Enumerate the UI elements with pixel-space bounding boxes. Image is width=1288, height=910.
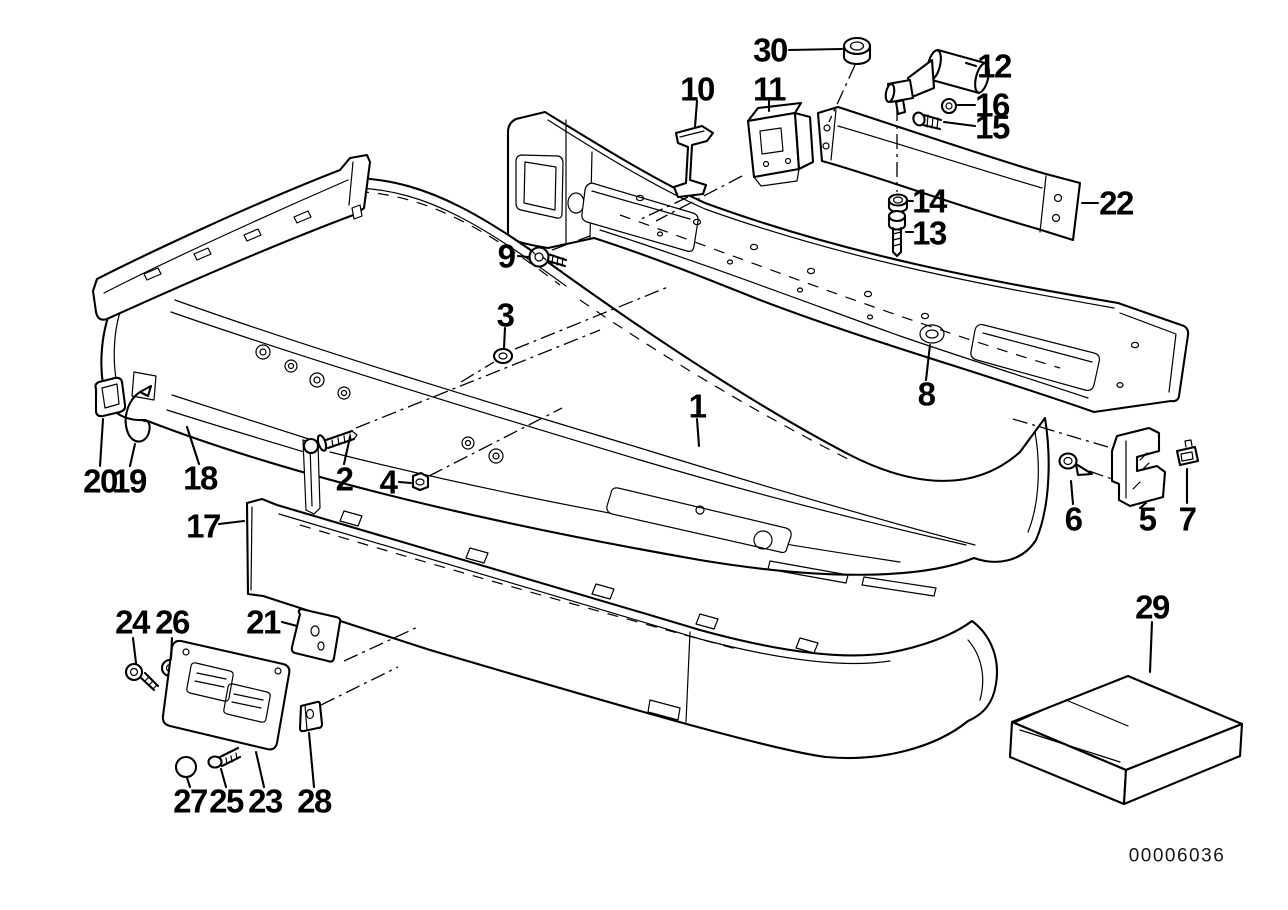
part-25-screw-drawing [207,746,242,769]
callout-6[interactable]: 6 [1064,500,1083,538]
part-27-cap-drawing [174,755,198,779]
part-8-carrier-drawing [506,110,1190,414]
part-22-reinforcement-bar-drawing [816,105,1082,242]
callout-2[interactable]: 2 [335,460,354,498]
part-12-shock-absorber-drawing [884,48,990,116]
callout-17[interactable]: 17 [186,507,221,545]
callout-16[interactable]: 16 [975,86,1010,124]
part-13-bolt-drawing [887,209,907,258]
callout-14[interactable]: 14 [912,182,947,220]
callout-18[interactable]: 18 [183,459,218,497]
callout-19[interactable]: 19 [112,462,147,500]
part-9-screw-drawing [528,246,568,268]
part-28-clip-drawing [298,700,324,733]
callout-7[interactable]: 7 [1178,500,1197,538]
callout-20[interactable]: 20 [83,462,118,500]
part-2-screw-drawing [302,429,358,455]
callout-27[interactable]: 27 [173,782,208,820]
part-30-nut-drawing [842,36,872,66]
callout-29[interactable]: 29 [1135,588,1170,626]
callout-3[interactable]: 3 [496,296,515,334]
part-14-nut-drawing [887,193,909,214]
callout-28[interactable]: 28 [297,782,332,820]
callout-10[interactable]: 10 [680,70,715,108]
part-10-bracket-drawing [672,124,715,199]
callout-5[interactable]: 5 [1138,500,1157,538]
doc-number: 00006036 [1128,845,1226,867]
callout-24[interactable]: 24 [115,603,150,641]
leader-lines [98,47,1189,789]
part-23-license-plate-base-drawing [161,639,291,751]
callout-25[interactable]: 25 [209,782,244,820]
callout-12[interactable]: 12 [977,47,1012,85]
callout-4[interactable]: 4 [379,463,398,501]
part-11-support-drawing [746,101,815,187]
part-17-spoiler-drawing [245,497,998,760]
part-3-grommet-drawing [492,347,514,365]
callout-13[interactable]: 13 [912,214,947,252]
callout-26[interactable]: 26 [155,603,190,641]
part-15-bolt-drawing [912,111,943,131]
part-24-screw-drawing [124,662,160,692]
callout-21[interactable]: 21 [246,603,281,641]
part-6-screw-drawing [1058,452,1094,477]
part-5-bracket-drawing [1110,426,1167,508]
part-19-hook-drawing [124,384,153,443]
construction-lines [320,64,1113,706]
callout-1[interactable]: 1 [688,387,707,425]
callout-30[interactable]: 30 [753,31,788,69]
part-21-pad-drawing [290,607,342,663]
callout-8[interactable]: 8 [917,375,936,413]
bumper-rear-rail-drawing [91,153,372,321]
part-20-cap-drawing [94,376,127,418]
callout-15[interactable]: 15 [975,108,1010,146]
part-29-kit-box-drawing [1008,674,1244,806]
callout-23[interactable]: 23 [248,782,283,820]
callout-11[interactable]: 11 [753,70,786,108]
part-16-washer-drawing [940,97,958,115]
callout-9[interactable]: 9 [497,237,516,275]
part-7-clip-drawing [1175,439,1200,467]
callout-22[interactable]: 22 [1099,184,1134,222]
part-4-nut-drawing [411,471,430,492]
